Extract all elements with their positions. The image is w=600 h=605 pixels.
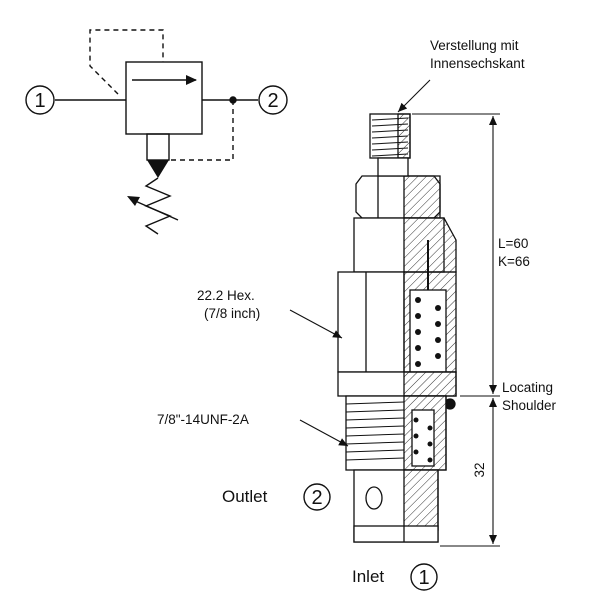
adjust-arrowhead (127, 196, 140, 206)
sleeve-tip (353, 525, 439, 543)
hex-body (337, 271, 405, 373)
hydraulic-schematic (55, 29, 258, 235)
port-2-label: 2 (267, 90, 278, 112)
locating-label-line-1: Locating (502, 380, 553, 395)
screw-section (397, 113, 411, 159)
body-threads (345, 401, 405, 461)
adjust-arrow (132, 199, 179, 221)
nut-section (403, 175, 441, 219)
schematic-port-1: 1 (25, 85, 55, 115)
spring-zigzag (144, 177, 172, 235)
inlet-label: Inlet (352, 567, 384, 586)
hex-label-line-2: (7/8 inch) (204, 306, 260, 321)
outlet-port-number: 2 (311, 487, 322, 509)
sleeve-section (403, 469, 439, 531)
outlet-port-badge: 2 (303, 483, 331, 511)
spring-seat (147, 160, 169, 178)
outlet-label: Outlet (222, 487, 268, 506)
screw-collar (377, 157, 409, 177)
port-2-circle (258, 85, 288, 115)
inlet-port-number: 1 (418, 567, 429, 589)
length-l-label: L=60 (498, 236, 528, 251)
dim-32-label: 32 (472, 462, 487, 477)
pilot-line-inlet (89, 29, 164, 95)
shoulder-section (403, 371, 457, 397)
port-1-label: 1 (34, 90, 45, 112)
thread-label: 7/8"-14UNF-2A (157, 412, 249, 427)
adjust-label-line-2: Innensechskant (430, 56, 525, 71)
locating-label-line-2: Shoulder (502, 398, 557, 413)
leader-hex (289, 309, 343, 339)
leader-thread (299, 419, 349, 447)
port-1-circle (25, 85, 55, 115)
poppet-coils (413, 417, 433, 463)
body-upper-section (403, 217, 457, 273)
outlet-port-hole (365, 486, 383, 510)
leader-adjust (397, 79, 431, 113)
pilot-line-outlet (170, 100, 234, 161)
dimension-lines (289, 79, 500, 547)
flow-arrowhead (186, 75, 197, 85)
schematic-port-2: 2 (258, 85, 288, 115)
spring-housing (146, 133, 170, 161)
hex-label-line-1: 22.2 Hex. (197, 288, 255, 303)
inlet-port-badge: 1 (410, 563, 438, 591)
length-k-label: K=66 (498, 254, 530, 269)
valve-cartridge (337, 113, 457, 543)
valve-box (125, 61, 203, 135)
adjust-label-line-1: Verstellung mit (430, 38, 519, 53)
spring-coils (415, 297, 441, 367)
